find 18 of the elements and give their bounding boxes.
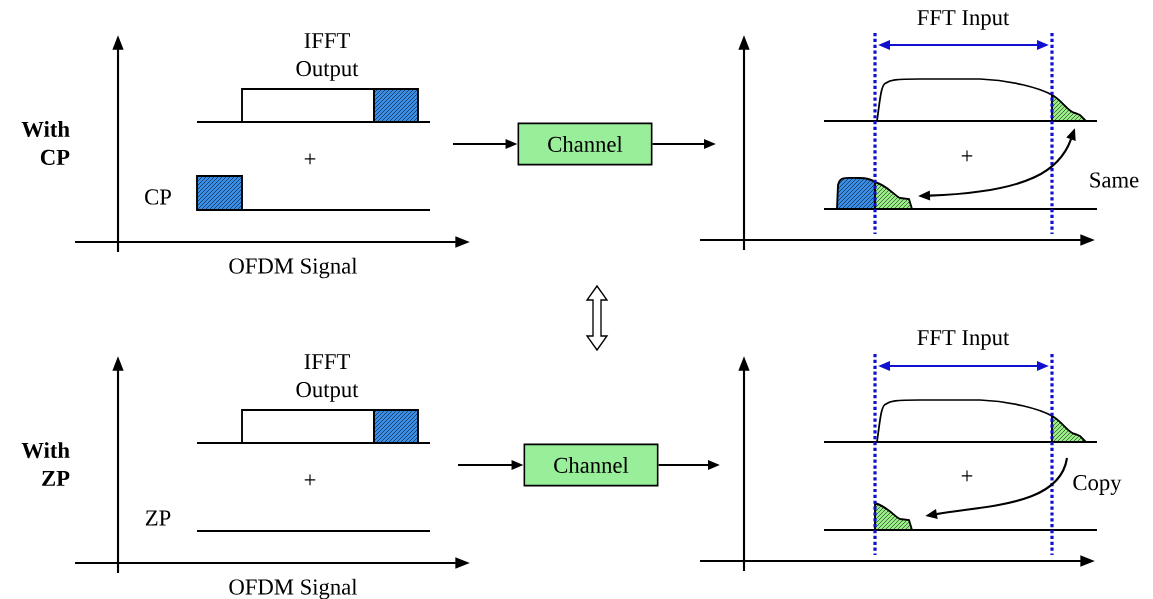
text-label: IFFT Output [296,33,359,81]
text-label: Same [1090,172,1139,188]
process-box: Channel [517,122,653,166]
side-label: With ZP [21,442,70,486]
text-label: FFT Input [917,10,1010,30]
text-label: + [961,470,973,482]
side-label: With CP [21,121,70,165]
text-label: + [961,150,973,162]
text-label: + [304,474,316,486]
text-label: Copy [1073,475,1122,495]
text-label: ZP [145,510,171,526]
text-label: + [304,153,316,165]
text-label: OFDM Signal [229,257,358,279]
text-label: FFT Input [917,330,1010,350]
text-label: OFDM Signal [229,578,358,599]
text-label: CP [145,189,171,205]
process-box: Channel [523,443,659,487]
text-label: IFFT Output [296,354,359,402]
